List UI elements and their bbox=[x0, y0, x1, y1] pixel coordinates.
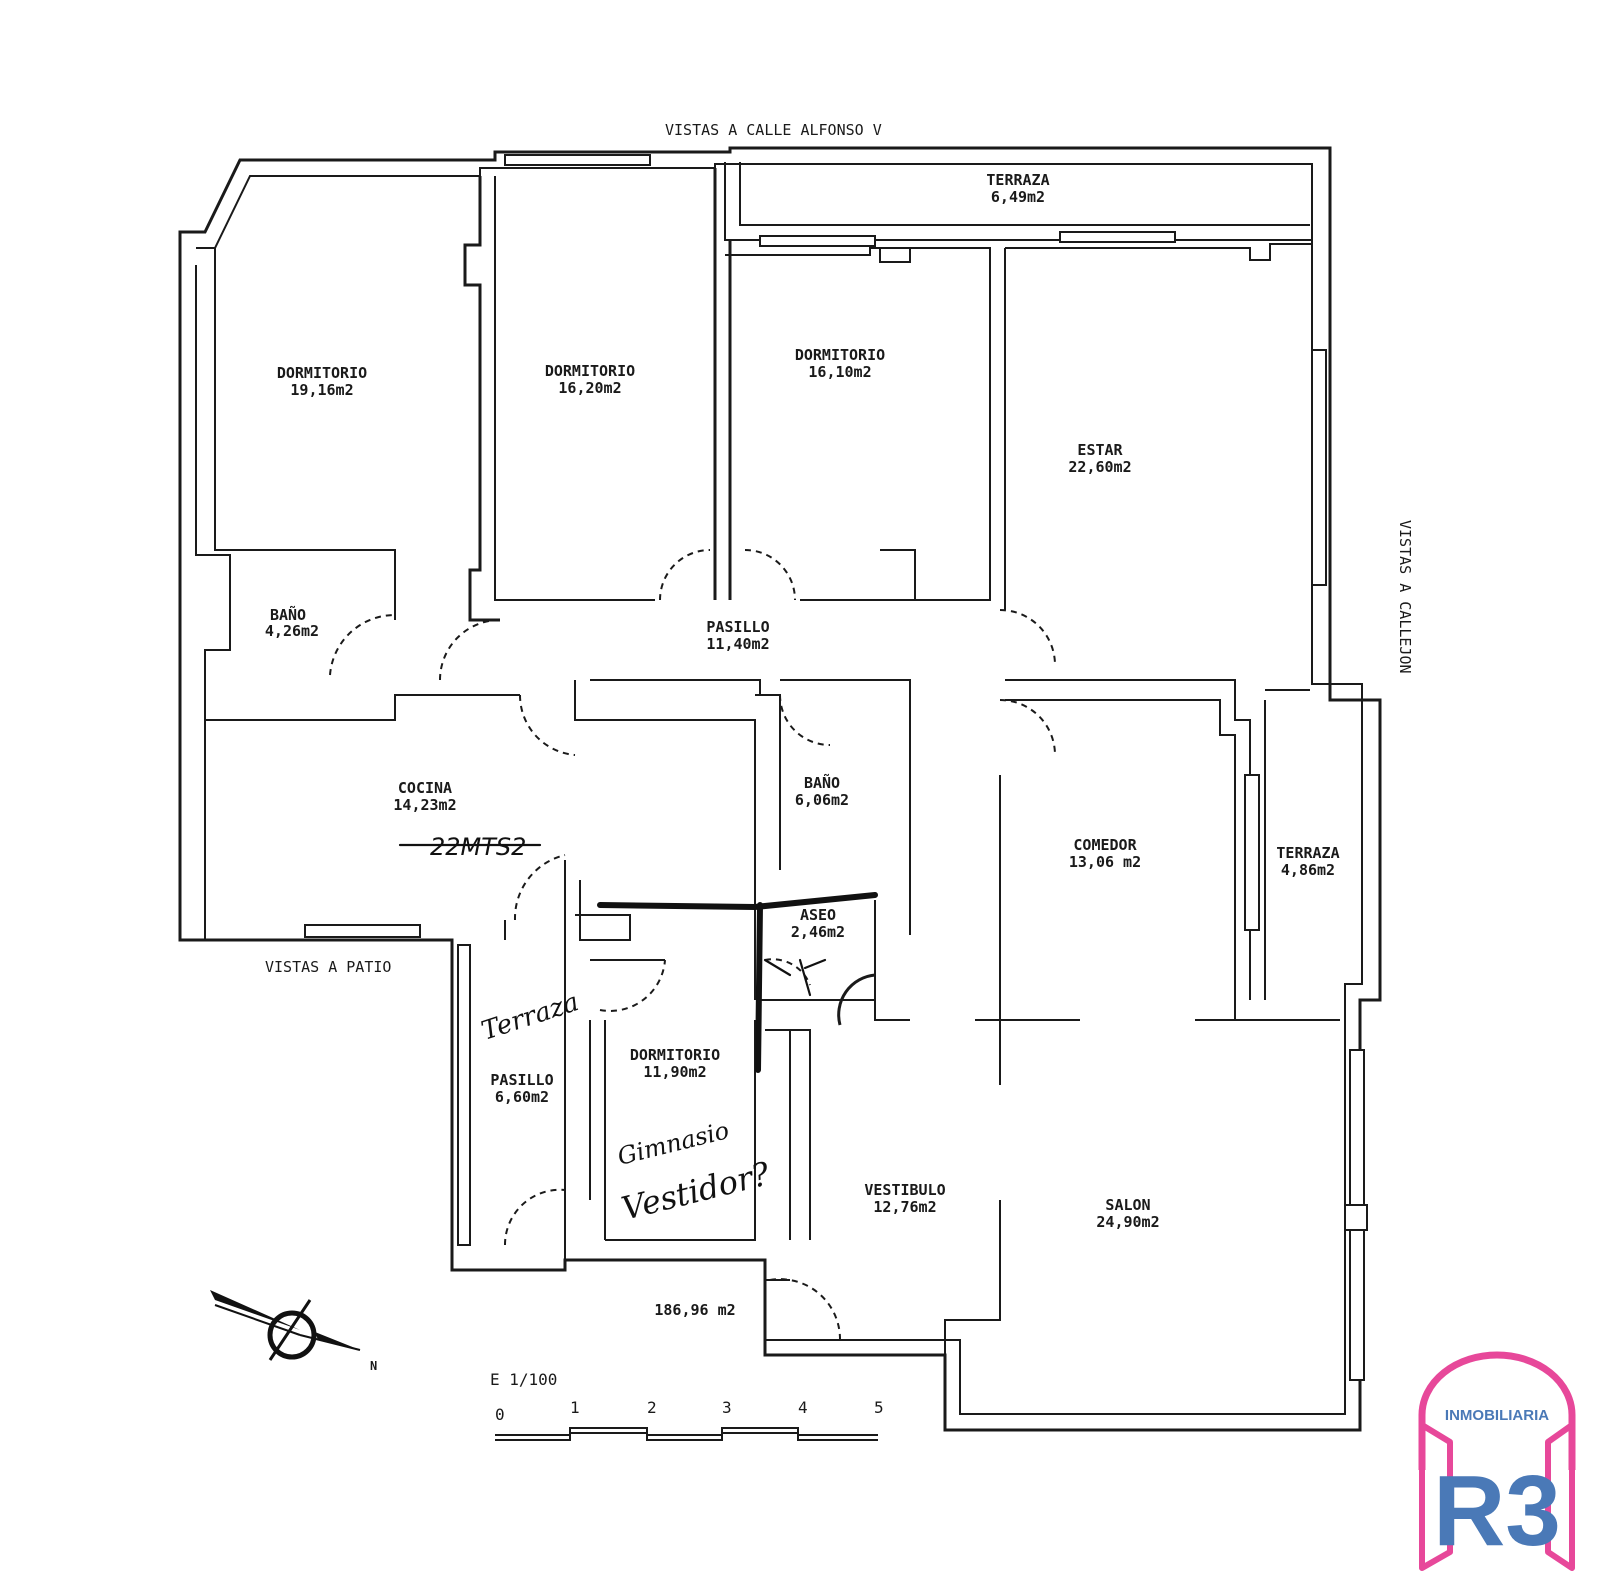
room-name-terraza-top: TERRAZA bbox=[986, 171, 1049, 189]
room-area-terraza-right: 4,86m2 bbox=[1281, 861, 1335, 879]
room-name-vestibulo: VESTIBULO bbox=[864, 1181, 945, 1199]
handwritten-gimnasio: Gimnasio bbox=[615, 1116, 732, 1171]
scale-bar: E 1/100 0 1 2 3 4 5 bbox=[490, 1370, 884, 1441]
doors bbox=[329, 549, 1056, 1341]
handwritten-walls bbox=[398, 843, 878, 1073]
street-label-right: VISTAS A CALLEJON bbox=[1396, 520, 1414, 674]
north-arrow-icon: N bbox=[210, 1290, 377, 1373]
room-name-pasillo-2: PASILLO bbox=[490, 1071, 553, 1089]
room-name-cocina: COCINA bbox=[398, 779, 452, 797]
scale-tick-2: 2 bbox=[647, 1398, 657, 1417]
room-name-terraza-right: TERRAZA bbox=[1276, 844, 1339, 862]
street-label-bottom: VISTAS A PATIO bbox=[265, 958, 391, 976]
room-name-dormitorio-4: DORMITORIO bbox=[630, 1046, 720, 1064]
room-area-dormitorio-4: 11,90m2 bbox=[643, 1063, 706, 1081]
room-name-dormitorio-1: DORMITORIO bbox=[277, 364, 367, 382]
logo-main-text: R3 bbox=[1433, 1455, 1561, 1567]
room-name-salon: SALON bbox=[1105, 1196, 1150, 1214]
scale-tick-4: 4 bbox=[798, 1398, 808, 1417]
street-label-top: VISTAS A CALLE ALFONSO V bbox=[665, 121, 882, 139]
room-area-dormitorio-3: 16,10m2 bbox=[808, 363, 871, 381]
room-area-dormitorio-2: 16,20m2 bbox=[558, 379, 621, 397]
inmobiliaria-r3-logo: INMOBILIARIA R3 bbox=[1418, 1351, 1576, 1571]
room-name-bano-1: BAÑO bbox=[270, 605, 306, 624]
room-name-comedor: COMEDOR bbox=[1073, 836, 1137, 854]
room-area-aseo: 2,46m2 bbox=[791, 923, 845, 941]
room-name-pasillo-1: PASILLO bbox=[706, 618, 769, 636]
room-area-comedor: 13,06 m2 bbox=[1069, 853, 1141, 871]
room-area-vestibulo: 12,76m2 bbox=[873, 1198, 936, 1216]
room-name-aseo: ASEO bbox=[800, 906, 836, 924]
total-area: 186,96 m2 bbox=[654, 1301, 735, 1319]
room-area-pasillo-2: 6,60m2 bbox=[495, 1088, 549, 1106]
scale-tick-1: 1 bbox=[570, 1398, 580, 1417]
interior-walls bbox=[195, 168, 1368, 1381]
terrace-top-walls bbox=[504, 154, 1312, 247]
room-area-salon: 24,90m2 bbox=[1096, 1213, 1159, 1231]
room-name-dormitorio-3: DORMITORIO bbox=[795, 346, 885, 364]
scale-tick-3: 3 bbox=[722, 1398, 732, 1417]
room-area-bano-2: 6,06m2 bbox=[795, 791, 849, 809]
scale-tick-0: 0 bbox=[495, 1405, 505, 1424]
room-labels: TERRAZA 6,49m2 DORMITORIO 19,16m2 DORMIT… bbox=[265, 171, 1340, 1231]
room-name-estar: ESTAR bbox=[1077, 441, 1123, 459]
room-area-estar: 22,60m2 bbox=[1068, 458, 1131, 476]
handwritten-kitchen-area: 22MTS2 bbox=[430, 833, 526, 861]
handwritten-notes: 22MTS2 Terraza Gimnasio Vestidor? bbox=[430, 833, 774, 1228]
logo-top-text: INMOBILIARIA bbox=[1445, 1407, 1549, 1424]
room-area-terraza-top: 6,49m2 bbox=[991, 188, 1045, 206]
room-area-cocina: 14,23m2 bbox=[393, 796, 456, 814]
room-area-pasillo-1: 11,40m2 bbox=[706, 635, 769, 653]
room-name-bano-2: BAÑO bbox=[804, 773, 840, 792]
north-label: N bbox=[370, 1359, 377, 1373]
room-name-dormitorio-2: DORMITORIO bbox=[545, 362, 635, 380]
scale-label: E 1/100 bbox=[490, 1370, 557, 1389]
room-area-bano-1: 4,26m2 bbox=[265, 622, 319, 640]
room-area-dormitorio-1: 19,16m2 bbox=[290, 381, 353, 399]
handwritten-terraza: Terraza bbox=[478, 987, 583, 1047]
scale-tick-5: 5 bbox=[874, 1398, 884, 1417]
